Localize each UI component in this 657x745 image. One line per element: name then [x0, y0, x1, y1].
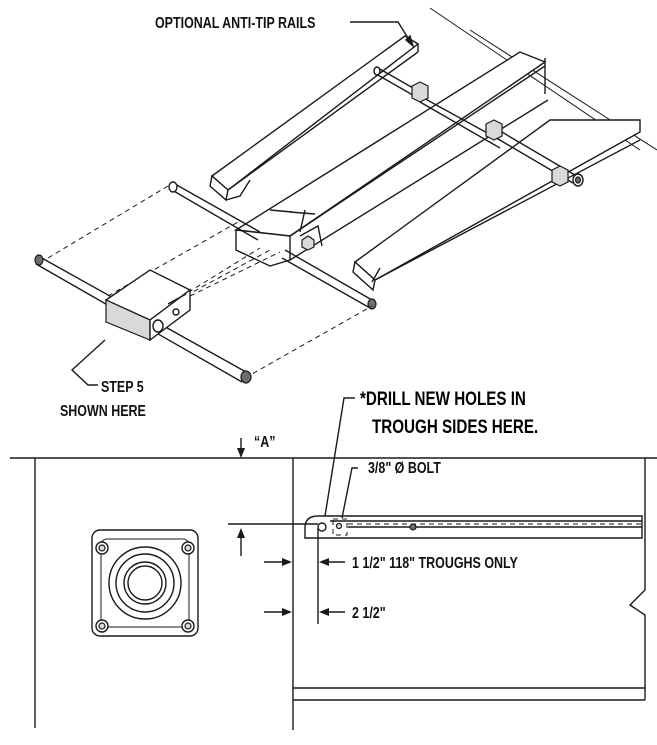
trough-plate: [304, 515, 643, 539]
drill-leader: [324, 397, 355, 517]
existing-hole: [409, 523, 417, 531]
anti-tip-rail-lower: [352, 119, 641, 292]
dimension-a-label: “A”: [254, 434, 275, 452]
step5-leader: [70, 339, 106, 386]
dimension-2-5: [264, 608, 345, 616]
anti-tip-rail-upper: [209, 35, 420, 202]
dimension-1-5-label: 1 1/2" 118" TROUGHS ONLY: [352, 555, 518, 573]
step5-t-handle: [34, 185, 373, 384]
cross-tubes: [168, 66, 584, 310]
isometric-assembly-view: [34, 7, 657, 386]
dimension-a: [228, 438, 318, 556]
anti-tip-rails-label: OPTIONAL ANTI-TIP RAILS: [155, 15, 315, 33]
bolt-leader: [341, 467, 358, 519]
dimension-2-5-label: 2 1/2": [352, 605, 386, 623]
trough-body: [233, 51, 549, 267]
flange-bearing: [91, 529, 199, 637]
drill-note-line1: *DRILL NEW HOLES IN: [360, 387, 526, 409]
dimension-1-5: [264, 528, 345, 624]
bolt-location: [332, 518, 348, 536]
bolt-label: 3/8" Ø BOLT: [368, 460, 441, 478]
step5-label: STEP 5: [101, 379, 144, 397]
drill-note-line2: TROUGH SIDES HERE.: [372, 415, 538, 437]
step5-label-2: SHOWN HERE: [60, 403, 146, 421]
new-hole-1: [317, 522, 327, 532]
section-view: [10, 397, 657, 730]
